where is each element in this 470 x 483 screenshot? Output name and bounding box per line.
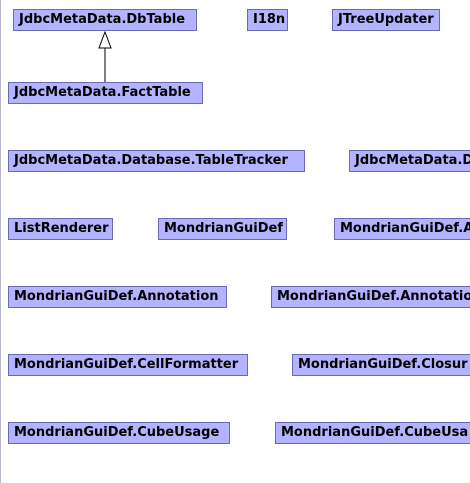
class-box-closur-partial[interactable]: MondrianGuiDef.Closur (292, 354, 470, 376)
class-box-facttable[interactable]: JdbcMetaData.FactTable (8, 82, 203, 104)
class-box-mondrianguidef[interactable]: MondrianGuiDef (158, 218, 287, 240)
class-box-annotatio-partial[interactable]: MondrianGuiDef.Annotatio (271, 286, 470, 308)
inheritance-arrowhead (98, 30, 112, 49)
class-box-cubeusa-partial[interactable]: MondrianGuiDef.CubeUsa (275, 422, 470, 444)
class-box-dbtable[interactable]: JdbcMetaData.DbTable (13, 9, 197, 31)
class-box-mondrianguidef-a-partial[interactable]: MondrianGuiDef.A (334, 218, 470, 240)
class-box-annotation[interactable]: MondrianGuiDef.Annotation (8, 286, 227, 308)
class-box-cubeusage[interactable]: MondrianGuiDef.CubeUsage (8, 422, 230, 444)
class-box-tabletracker[interactable]: JdbcMetaData.Database.TableTracker (8, 150, 305, 172)
class-box-cellformatter[interactable]: MondrianGuiDef.CellFormatter (8, 354, 248, 376)
class-box-jtreeupdater[interactable]: JTreeUpdater (332, 9, 440, 31)
class-box-i18n[interactable]: I18n (247, 9, 288, 31)
class-box-jdbcmetadata-partial[interactable]: JdbcMetaData.D (349, 150, 470, 172)
class-box-listrenderer[interactable]: ListRenderer (8, 218, 113, 240)
canvas-left-border (0, 0, 1, 483)
